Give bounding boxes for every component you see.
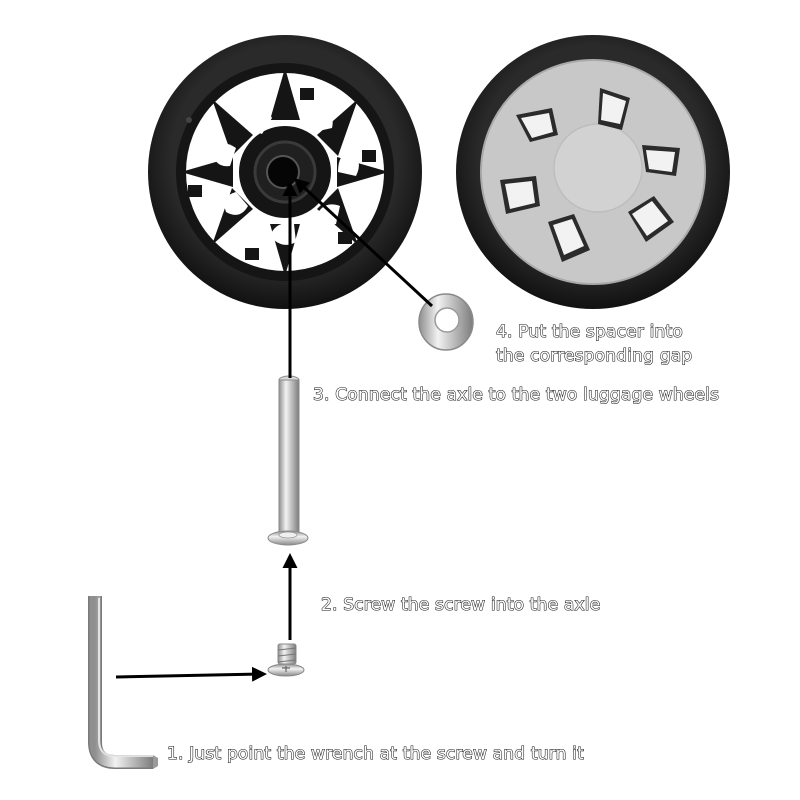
step-4-label-line-1: 4. Put the spacer into xyxy=(495,321,683,342)
step-1-label: 1. Just point the wrench at the screw an… xyxy=(166,743,584,764)
screw-icon xyxy=(267,643,305,677)
arrow-spacer-to-wheel xyxy=(293,177,434,308)
step-2-label: 2. Screw the screw into the axle xyxy=(320,594,601,615)
step-4-label-line-2: the corresponding gap xyxy=(495,345,693,366)
step-3-label: 3. Connect the axle to the two luggage w… xyxy=(312,384,720,405)
arrows xyxy=(115,177,434,682)
axle-icon xyxy=(267,375,309,546)
wheel-back-icon xyxy=(148,35,422,309)
allen-wrench-icon xyxy=(88,596,158,769)
spacer-washer-icon xyxy=(418,293,474,351)
wheel-front-icon xyxy=(456,35,730,309)
arrow-wrench-to-screw xyxy=(115,666,267,682)
